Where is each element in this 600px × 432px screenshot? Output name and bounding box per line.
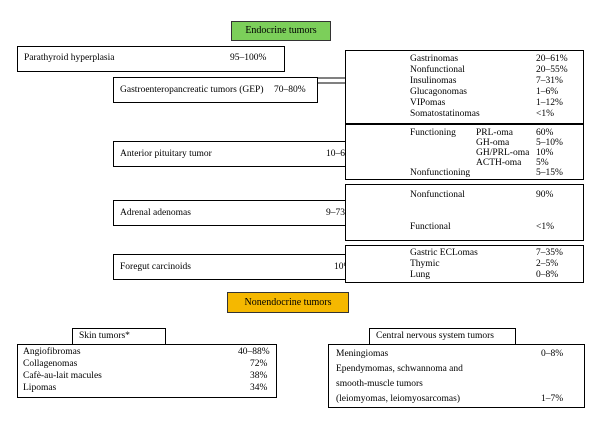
foregut-item-percent: 2–5% <box>536 259 559 269</box>
cns-tumors-title: Central nervous system tumors <box>376 331 494 341</box>
nonendocrine-header: Nonendocrine tumors <box>227 292 349 313</box>
gep-item-name: Nonfunctional <box>410 65 465 75</box>
nonfunctioning-label: Nonfunctioning <box>410 168 471 178</box>
skin-item-name: Cafè-au-lait macules <box>23 371 102 381</box>
gep-item-percent: 1–6% <box>536 87 559 97</box>
skin-item-percent: 34% <box>250 383 268 393</box>
pituitary-label: Anterior pituitary tumor <box>120 149 212 159</box>
meningiomas-label: Meningiomas <box>336 349 389 359</box>
functioning-label: Functioning <box>410 128 456 138</box>
pituitary-subtypes-box: Functioning PRL-oma 60% GH-oma 5–10% GH/… <box>345 124 584 180</box>
pituitary-sub-percent: 5% <box>536 158 549 168</box>
cns-tumors-box: Meningiomas 0–8% Ependymomas, schwannoma… <box>328 344 585 408</box>
nonfunctioning-percent: 5–15% <box>536 168 563 178</box>
gep-box: Gastroenteropancreatic tumors (GEP) 70–8… <box>113 77 318 103</box>
skin-tumors-box: Angiofibromas 40–88% Collagenomas 72% Ca… <box>17 344 277 398</box>
foregut-item-name: Gastric ECLomas <box>410 248 478 258</box>
pituitary-sub-name: ACTH-oma <box>476 158 522 168</box>
gep-item-percent: <1% <box>536 109 555 119</box>
pituitary-sub-percent: 5–10% <box>536 138 563 148</box>
gep-item-percent: 7–31% <box>536 76 563 86</box>
foregut-label: Foregut carcinoids <box>120 262 191 272</box>
adrenal-item-percent: <1% <box>536 222 555 232</box>
pituitary-percent: 10–60% <box>326 149 358 159</box>
adrenal-item-name: Functional <box>410 222 451 232</box>
gep-item-name: Somatostatinomas <box>410 109 480 119</box>
cns-other-percent: 1–7% <box>541 394 564 404</box>
parathyroid-label: Parathyroid hyperplasia <box>24 53 115 63</box>
gep-item-name: VIPomas <box>410 98 446 108</box>
cns-tumors-title-box: Central nervous system tumors <box>369 328 516 345</box>
pituitary-sub-name: GH-oma <box>476 138 510 148</box>
parathyroid-box: Parathyroid hyperplasia 95–100% <box>17 46 285 72</box>
cns-other-line: Ependymomas, schwannoma and <box>336 364 463 374</box>
gep-label: Gastroenteropancreatic tumors (GEP) <box>120 85 264 95</box>
adrenal-item-name: Nonfunctional <box>410 190 465 200</box>
endocrine-header: Endocrine tumors <box>231 21 331 41</box>
skin-tumors-title-box: Skin tumors* <box>72 328 166 345</box>
gep-item-percent: 20–55% <box>536 65 568 75</box>
gep-subtypes-box: Gastrinomas 20–61% Nonfunctional 20–55% … <box>345 50 584 124</box>
skin-item-name: Collagenomas <box>23 359 78 369</box>
foregut-box: Foregut carcinoids 10% <box>113 254 390 280</box>
pituitary-sub-name: GH/PRL-oma <box>476 148 530 158</box>
adrenal-label: Adrenal adenomas <box>120 208 191 218</box>
skin-item-percent: 72% <box>250 359 268 369</box>
gep-percent: 70–80% <box>274 85 306 95</box>
adrenal-subtypes-box: Nonfunctional 90% Functional <1% <box>345 184 584 241</box>
foregut-item-percent: 7–35% <box>536 248 563 258</box>
pituitary-sub-percent: 10% <box>536 148 554 158</box>
foregut-item-percent: 0–8% <box>536 270 559 280</box>
skin-item-percent: 38% <box>250 371 268 381</box>
gep-item-percent: 1–12% <box>536 98 563 108</box>
meningiomas-percent: 0–8% <box>541 349 564 359</box>
adrenal-percent: 9–73% <box>326 208 353 218</box>
pituitary-sub-name: PRL-oma <box>476 128 513 138</box>
foregut-item-name: Thymic <box>410 259 440 269</box>
foregut-percent: 10% <box>334 262 352 272</box>
skin-item-name: Lipomas <box>23 383 57 393</box>
cns-other-line: (leiomyomas, leiomyosarcomas) <box>336 394 460 404</box>
gep-item-name: Insulinomas <box>410 76 457 86</box>
gep-item-name: Gastrinomas <box>410 54 459 64</box>
cns-other-line: smooth-muscle tumors <box>336 379 423 389</box>
parathyroid-percent: 95–100% <box>230 53 267 63</box>
skin-item-name: Angiofibromas <box>23 347 81 357</box>
gep-item-percent: 20–61% <box>536 54 568 64</box>
skin-tumors-title: Skin tumors* <box>79 331 130 341</box>
skin-item-percent: 40–88% <box>238 347 270 357</box>
foregut-item-name: Lung <box>410 270 431 280</box>
pituitary-sub-percent: 60% <box>536 128 554 138</box>
gep-item-name: Glucagonomas <box>410 87 467 97</box>
foregut-subtypes-box: Gastric ECLomas 7–35% Thymic 2–5% Lung 0… <box>345 245 584 283</box>
adrenal-item-percent: 90% <box>536 190 554 200</box>
